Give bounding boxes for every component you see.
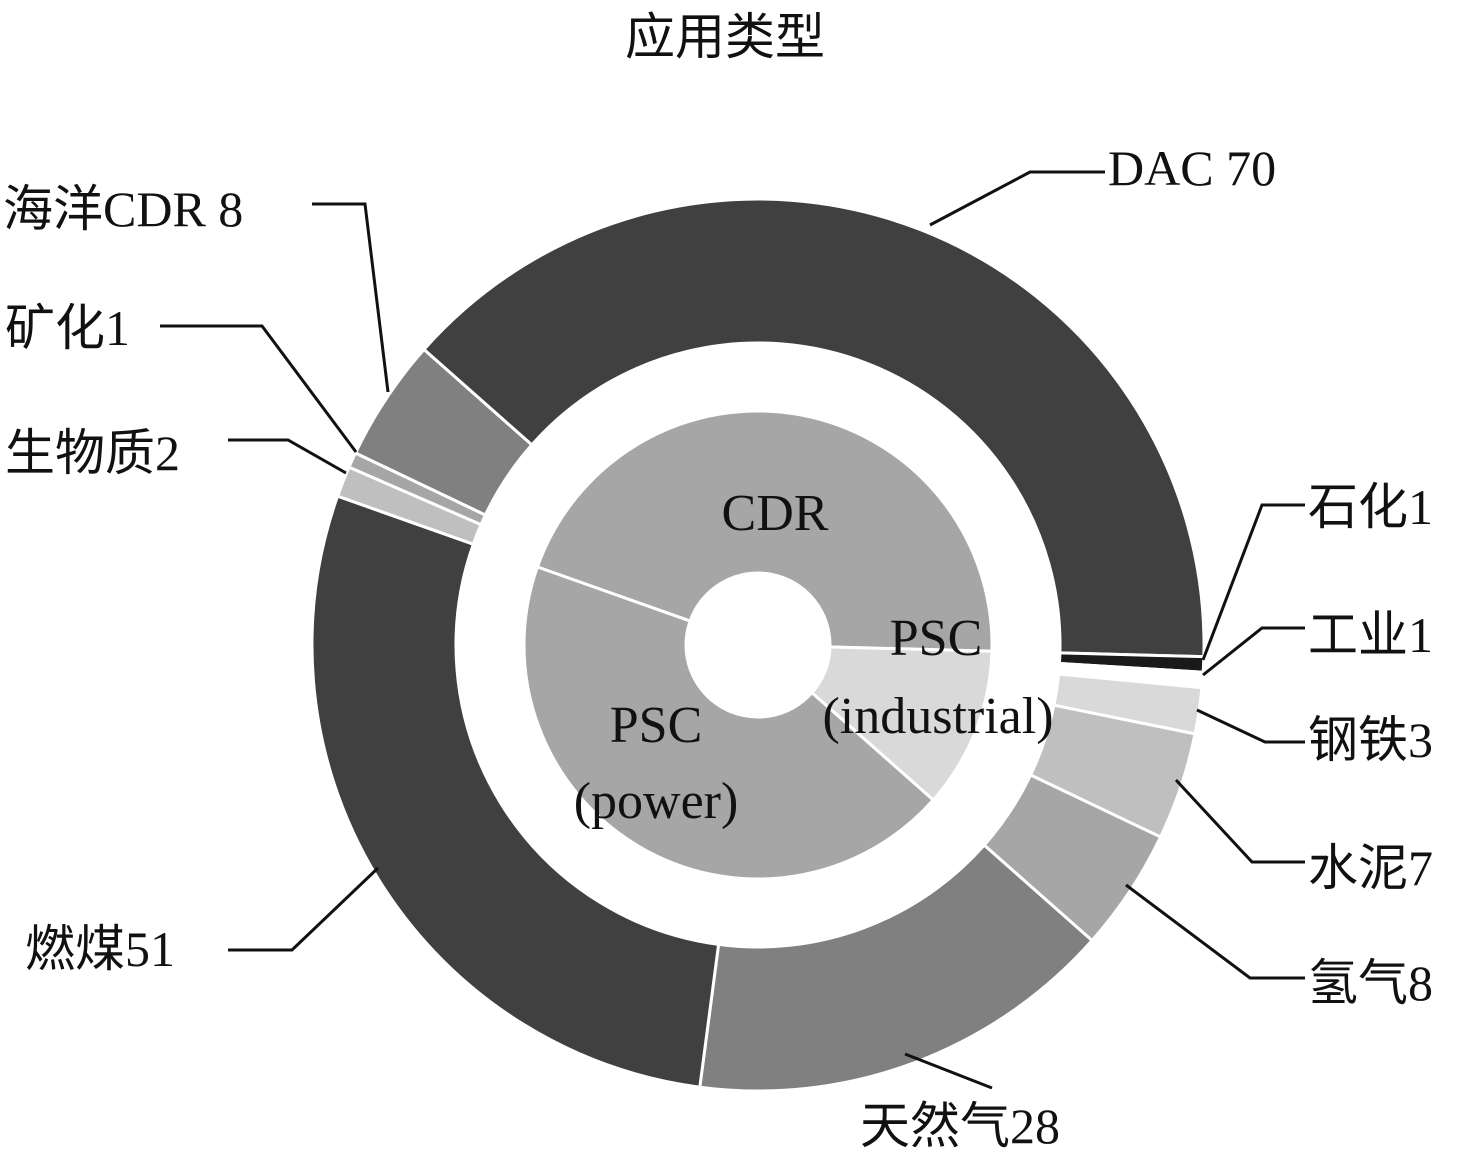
- outer-label-工业: 工业1: [1308, 607, 1433, 663]
- leader-line-石化: [1201, 503, 1305, 661]
- outer-slice-海洋cdr: [353, 347, 534, 517]
- chart-title: 应用类型: [625, 8, 825, 66]
- leader-line-海洋cdr: [312, 202, 390, 393]
- inner-label-psc-power: PSC: [610, 697, 703, 754]
- inner-slice-psc-industrial: [809, 645, 994, 803]
- outer-label-水泥: 水泥7: [1308, 840, 1433, 896]
- outer-label-海洋cdr: 海洋CDR 8: [3, 181, 243, 237]
- outer-slice-燃煤: [310, 494, 721, 1089]
- leader-line-燃煤: [228, 866, 380, 952]
- inner-slice-psc-power: [522, 564, 936, 881]
- leader-line-dac: [929, 170, 1105, 227]
- inner-ring-labels: CDR PSC (industrial) PSC (power): [574, 485, 1054, 830]
- outer-label-天然气: 天然气28: [860, 1098, 1060, 1154]
- outer-slice-dac: [421, 197, 1206, 659]
- inner-label-psc-industrial: PSC: [890, 610, 983, 667]
- leader-line-天然气: [904, 1052, 993, 1090]
- leader-line-矿化: [160, 324, 358, 453]
- outer-label-石化: 石化1: [1308, 479, 1433, 535]
- inner-label-cdr: CDR: [722, 485, 829, 542]
- outer-ring: [310, 197, 1206, 1093]
- leader-lines: [160, 170, 1305, 1090]
- leader-line-工业: [1202, 626, 1305, 677]
- outer-label-钢铁: 钢铁3: [1308, 712, 1433, 768]
- outer-label-燃煤: 燃煤51: [25, 921, 175, 977]
- inner-label-psc-power: (power): [574, 773, 739, 830]
- inner-ring: [522, 409, 994, 881]
- leader-line-氢气: [1125, 883, 1305, 980]
- leader-line-钢铁: [1196, 708, 1305, 744]
- leader-line-水泥: [1174, 778, 1305, 864]
- outer-label-dac: DAC 70: [1108, 140, 1276, 196]
- leader-line-生物质: [228, 438, 347, 475]
- outer-label-矿化: 矿化1: [5, 300, 130, 356]
- outer-ring-labels: DAC 70 石化1 工业1 钢铁3 水泥7 氢气8 天然气28 燃煤51 生物质2 矿化1 海洋C…: [3, 140, 1433, 1154]
- inner-label-psc-industrial: (industrial): [822, 688, 1053, 745]
- inner-slice-cdr: [535, 409, 994, 653]
- outer-label-生物质: 生物质2: [5, 425, 180, 481]
- outer-label-氢气: 氢气8: [1308, 955, 1433, 1011]
